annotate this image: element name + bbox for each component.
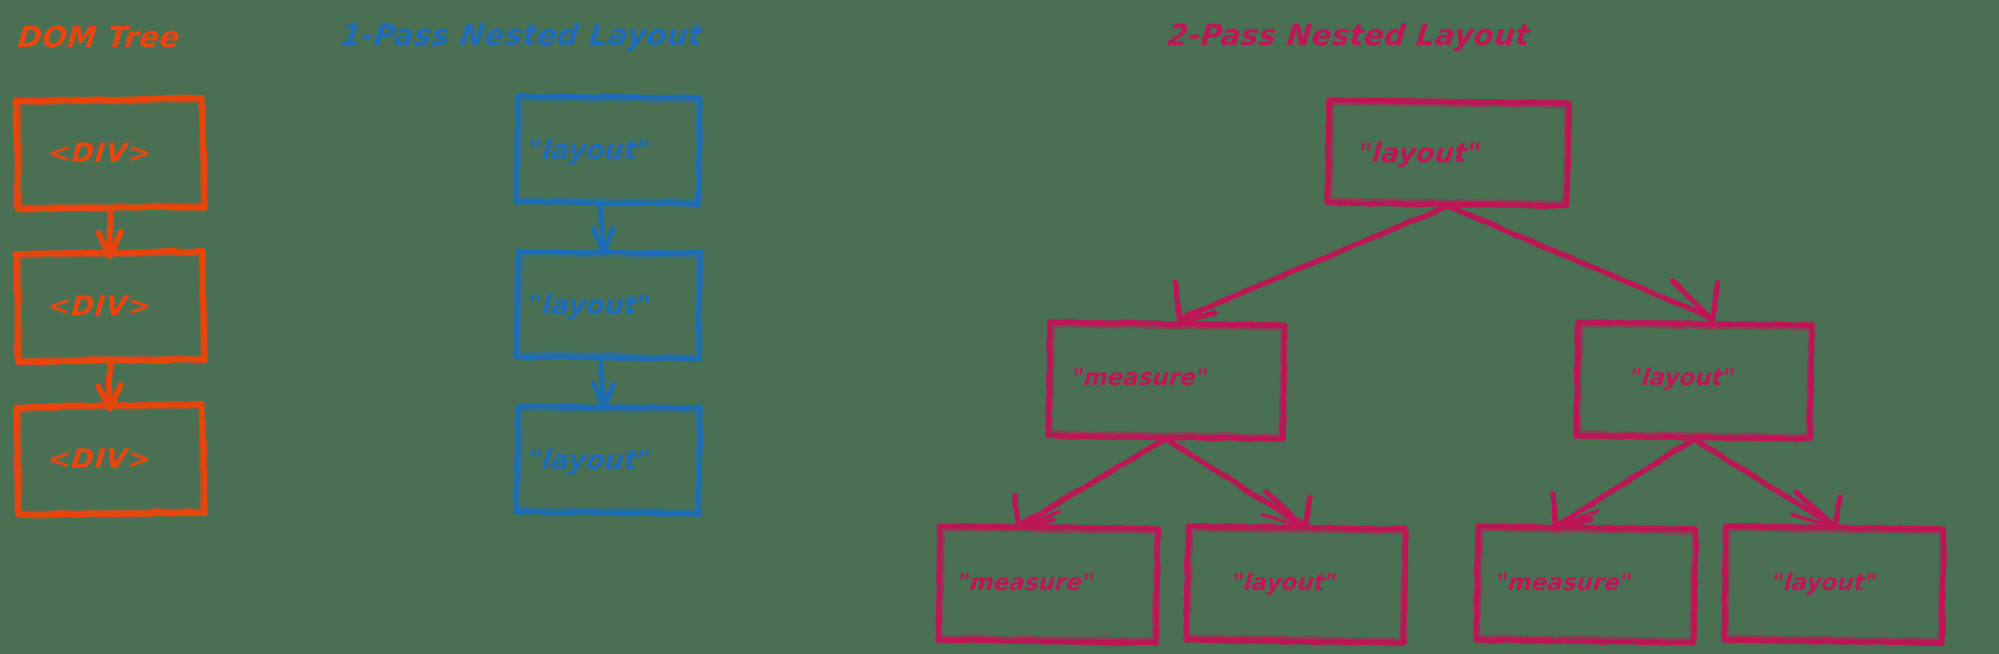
- one-pass-node-box-1[interactable]: [513, 93, 703, 207]
- dom-node-box-3[interactable]: [13, 401, 208, 518]
- two-pass-node-box-leaf-1[interactable]: [935, 523, 1161, 646]
- two-pass-node-box-leaf-4[interactable]: [1721, 523, 1947, 646]
- two-pass-edge-midright-leaf4: [1691, 436, 1843, 530]
- two-pass-node-box-root[interactable]: [1324, 97, 1572, 209]
- two-pass-node-box-mid-right[interactable]: [1573, 319, 1815, 442]
- two-pass-edge-root-right: [1445, 203, 1721, 323]
- dom-node-box-1[interactable]: [13, 95, 208, 212]
- two-pass-node-box-leaf-3[interactable]: [1473, 523, 1699, 646]
- two-pass-edge-midright-leaf3: [1550, 436, 1697, 531]
- two-pass-edge-root-left: [1172, 203, 1451, 325]
- dom-arrow-2: [96, 360, 124, 412]
- two-pass-edge-midleft-leaf1: [1012, 436, 1169, 531]
- two-pass-edge-midleft-leaf2: [1163, 436, 1313, 530]
- one-pass-node-box-3[interactable]: [513, 403, 703, 517]
- dom-arrow-1: [96, 207, 124, 259]
- one-pass-arrow-2: [590, 357, 617, 411]
- two-pass-node-box-mid-left[interactable]: [1045, 319, 1288, 442]
- dom-node-box-2[interactable]: [13, 248, 208, 365]
- one-pass-node-box-2[interactable]: [513, 248, 703, 362]
- one-pass-arrow-1: [590, 202, 617, 256]
- two-pass-node-box-leaf-2[interactable]: [1183, 523, 1409, 646]
